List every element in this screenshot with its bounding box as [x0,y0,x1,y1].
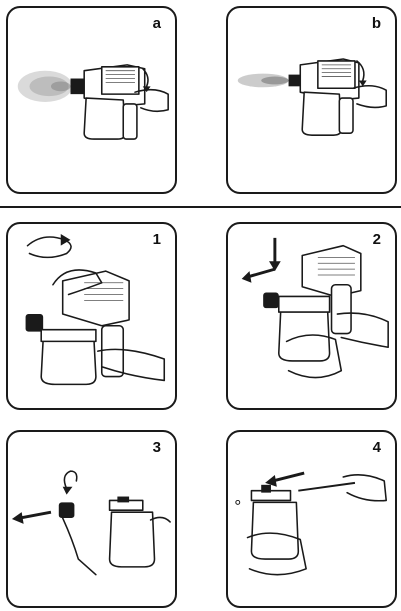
spray-mist [238,74,289,88]
nozzle [261,485,271,493]
handle [339,98,353,133]
paint-container [251,502,298,559]
nozzle [71,79,85,95]
remove-nozzle-illustration [8,432,175,606]
section-divider [0,206,401,208]
left-arrow-icon [12,512,51,524]
gun-body [251,491,290,501]
spray-gun-wide-spray-illustration [8,8,175,192]
left-arrow-icon [265,473,304,487]
cleaning-rod [298,483,355,491]
nozzle [289,75,301,87]
panel-a: a [6,6,177,194]
spray-mist [18,71,73,102]
panel-1: 1 [6,222,177,410]
push-down-arrow-icon [242,238,281,283]
paint-container [84,98,125,139]
handle [332,285,352,334]
handle [123,104,137,139]
twist-off-motor-illustration [8,224,175,408]
clean-nozzle-illustration [228,432,395,606]
panel-3: 3 [6,430,177,608]
hand-left [63,518,96,575]
panel-4: 4 [226,430,397,608]
hand-right [343,475,386,501]
panel-2: 2 [226,222,397,410]
panel-b: b [226,6,397,194]
nozzle [26,314,44,332]
paint-container [41,339,96,384]
spray-gun-narrow-spray-illustration [228,8,395,192]
paint-container [110,512,155,567]
handle [102,326,123,377]
motor-housing [63,271,129,326]
paint-container [302,92,341,135]
nozzle [263,293,279,309]
nozzle [59,502,75,518]
attach-motor-illustration [228,224,395,408]
curved-arrow-icon [64,471,76,489]
